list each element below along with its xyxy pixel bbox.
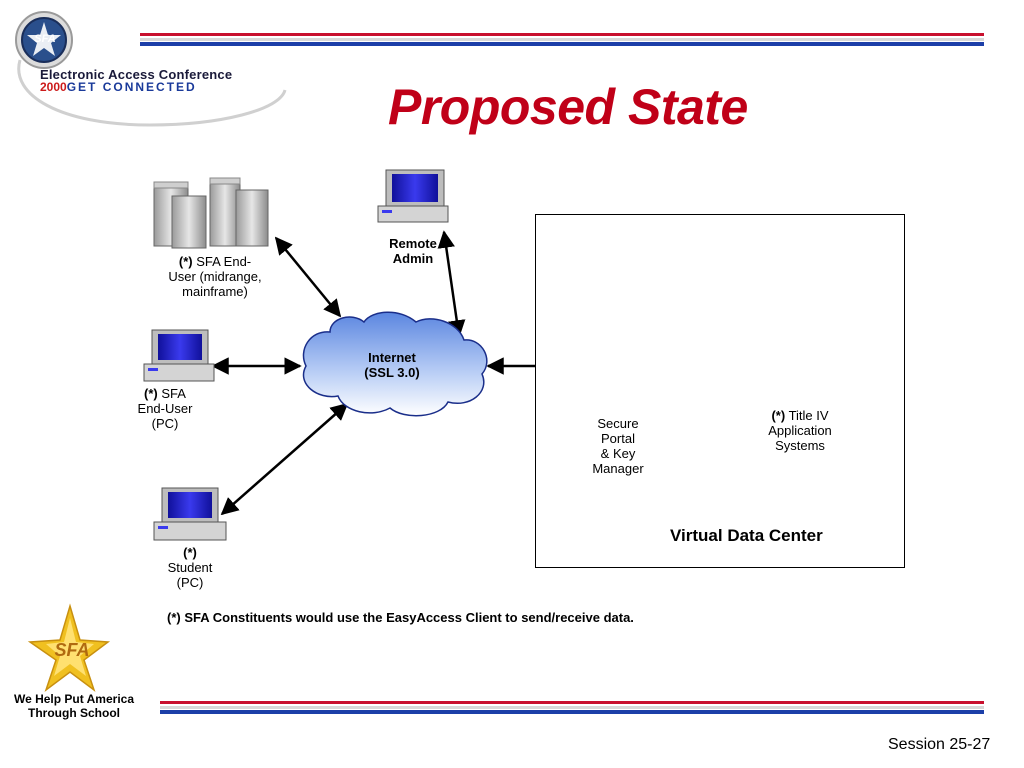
footer-rules	[160, 701, 984, 714]
label-line: Systems	[775, 438, 825, 453]
arrow-remote-internet	[437, 230, 466, 338]
internet-cloud	[302, 311, 488, 417]
label-line: End-User	[137, 401, 193, 416]
header-rules	[140, 33, 984, 46]
label-line: Internet	[368, 350, 416, 365]
arrow-student-internet	[220, 402, 349, 516]
end-user-pc-icon	[143, 329, 215, 382]
label-line: mainframe)	[182, 284, 248, 299]
virtual-data-center-label: Virtual Data Center	[670, 526, 823, 545]
session-number: Session 25-27	[888, 736, 991, 753]
node-label-midrange: (*) SFA End- User (midrange, mainframe)	[150, 254, 280, 299]
marker: (*)	[178, 254, 193, 269]
node-label-remote-admin: Remote Admin	[378, 236, 448, 266]
conference-logo	[15, 11, 287, 127]
label-line: Admin	[392, 251, 434, 266]
remote-admin-pc-icon	[377, 169, 449, 223]
page-title: Proposed State	[388, 79, 748, 135]
sfa-star-emblem	[27, 603, 111, 693]
sfa-emblem-text: SFA	[54, 640, 90, 660]
conference-name: Electronic Access Conference	[40, 67, 233, 82]
label-line: (SSL 3.0)	[364, 365, 420, 380]
conference-badge-text: SFA	[34, 33, 56, 45]
label-line: Portal	[601, 431, 635, 446]
tagline-line: We Help Put America	[13, 692, 135, 706]
label-line: & Key	[600, 446, 636, 461]
footnote: (*) SFA Constituents would use the EasyA…	[167, 610, 634, 625]
marker: (*)	[183, 545, 197, 560]
node-label-end-user-pc: (*) SFA End-User (PC)	[130, 386, 200, 431]
label-line: User (midrange,	[168, 269, 262, 284]
label-line: Manager	[592, 461, 644, 476]
conference-slogan: 2000GET CONNECTED	[40, 80, 197, 94]
label-line: Secure	[597, 416, 639, 431]
conference-year: 2000	[40, 80, 67, 94]
tagline-line: Through School	[28, 706, 120, 720]
midrange-server-icon	[153, 177, 269, 249]
marker: (*)	[771, 408, 786, 423]
tagline: We Help Put America Through School	[8, 692, 140, 720]
label-line: Title IV	[788, 408, 829, 423]
label-line: Remote	[389, 236, 437, 251]
node-label-internet: Internet (SSL 3.0)	[356, 350, 428, 380]
marker: (*)	[144, 386, 158, 401]
conference-slogan-text: GET CONNECTED	[66, 80, 197, 94]
student-pc-icon	[153, 487, 227, 541]
arrow-midrange-internet	[274, 236, 342, 318]
label-line: (PC)	[151, 416, 179, 431]
node-label-title-iv: (*) Title IV Application Systems	[752, 408, 848, 453]
node-label-secure-portal: Secure Portal & Key Manager	[580, 416, 656, 476]
label-line: Application	[768, 423, 832, 438]
label-line: Student	[167, 560, 213, 575]
node-label-student-pc: (*) Student (PC)	[155, 545, 225, 590]
label-line: SFA	[161, 386, 186, 401]
label-line: SFA End-	[196, 254, 252, 269]
virtual-data-center-box	[535, 214, 905, 568]
label-line: (PC)	[176, 575, 204, 590]
